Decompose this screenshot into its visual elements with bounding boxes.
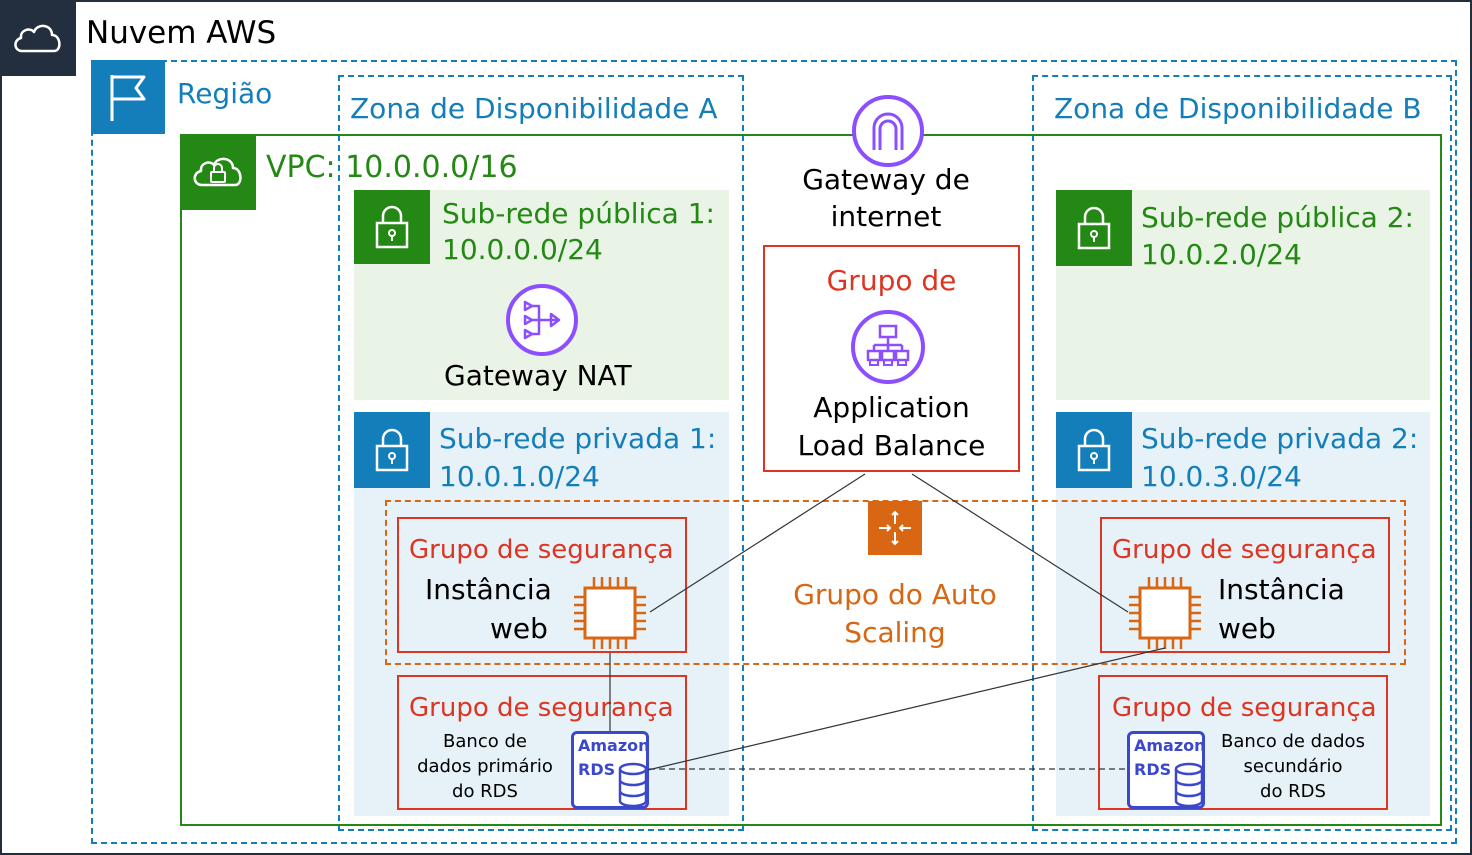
private-subnet-1-cidr: 10.0.1.0/24	[439, 460, 600, 493]
security-group-db-a-title: Grupo de segurança	[409, 693, 674, 723]
region-label: Região	[177, 77, 273, 110]
nat-gateway-icon	[505, 283, 579, 357]
vpc-cloud-lock-icon	[180, 134, 256, 210]
private-subnet-2-lock-icon	[1056, 412, 1132, 488]
secondary-db-label-line1: Banco de dados	[1221, 731, 1365, 752]
security-group-db-b-title: Grupo de segurança	[1112, 693, 1377, 723]
load-balancer-label-line1: Application	[813, 391, 970, 424]
rds-wordmark-rds: RDS	[1134, 760, 1172, 779]
public-subnet-2-name: Sub-rede pública 2:	[1141, 201, 1414, 234]
vpc-frame	[180, 134, 1442, 826]
vpc-label: VPC: 10.0.0.0/16	[266, 150, 518, 185]
availability-zone-b	[1032, 75, 1452, 831]
primary-db-label-line3: do RDS	[452, 781, 518, 802]
rds-wordmark-amazon: Amazon	[578, 736, 650, 755]
web-instance-b-label-line1: Instância	[1218, 573, 1345, 606]
amazon-rds-icon: Amazon RDS	[571, 731, 650, 809]
aws-cloud-icon	[0, 0, 76, 76]
region-frame	[91, 60, 1457, 844]
auto-scaling-icon	[868, 501, 922, 555]
internet-gateway-icon	[851, 94, 925, 168]
private-subnet-2-name: Sub-rede privada 2:	[1141, 422, 1419, 455]
load-balancer-label-line2: Load Balance	[797, 429, 986, 462]
availability-zone-b-label: Zona de Disponibilidade B	[1054, 92, 1422, 125]
auto-scaling-label-line2: Scaling	[844, 616, 946, 649]
public-subnet-1-cidr: 10.0.0.0/24	[442, 233, 603, 266]
private-subnet-1-lock-icon	[354, 412, 430, 488]
amazon-rds-icon: Amazon RDS	[1127, 731, 1206, 809]
secondary-db-label-line3: do RDS	[1260, 781, 1326, 802]
public-subnet-2-cidr: 10.0.2.0/24	[1141, 238, 1302, 271]
public-subnet-1-name: Sub-rede pública 1:	[442, 197, 715, 230]
public-subnet-2-lock-icon	[1056, 190, 1132, 266]
primary-db-label-line1: Banco de	[443, 731, 527, 752]
private-subnet-2-cidr: 10.0.3.0/24	[1141, 460, 1302, 493]
aws-cloud-title: Nuvem AWS	[86, 15, 277, 51]
web-instance-a-label-line1: Instância	[425, 573, 552, 606]
rds-wordmark-amazon: Amazon	[1134, 736, 1206, 755]
ec2-chip-icon	[1125, 573, 1205, 653]
load-balancer-group-title: Grupo de	[826, 264, 957, 297]
availability-zone-a	[338, 75, 744, 831]
ec2-chip-icon	[570, 573, 650, 653]
private-subnet-1-name: Sub-rede privada 1:	[439, 422, 717, 455]
web-instance-b-label-line2: web	[1218, 612, 1276, 645]
internet-gateway-label-line2: internet	[830, 200, 942, 233]
internet-gateway-label-line1: Gateway de	[802, 163, 970, 196]
public-subnet-1-lock-icon	[354, 190, 430, 264]
security-group-web-b-title: Grupo de segurança	[1112, 535, 1377, 565]
web-instance-a-label-line2: web	[490, 612, 548, 645]
rds-wordmark-rds: RDS	[578, 760, 616, 779]
load-balancer-icon	[850, 309, 926, 385]
primary-db-label-line2: dados primário	[417, 756, 553, 777]
secondary-db-label-line2: secundário	[1243, 756, 1343, 777]
availability-zone-a-label: Zona de Disponibilidade A	[350, 92, 718, 125]
auto-scaling-label-line1: Grupo do Auto	[793, 578, 997, 611]
region-flag-icon	[91, 60, 165, 134]
security-group-web-a-title: Grupo de segurança	[409, 535, 674, 565]
nat-gateway-label: Gateway NAT	[444, 359, 632, 392]
